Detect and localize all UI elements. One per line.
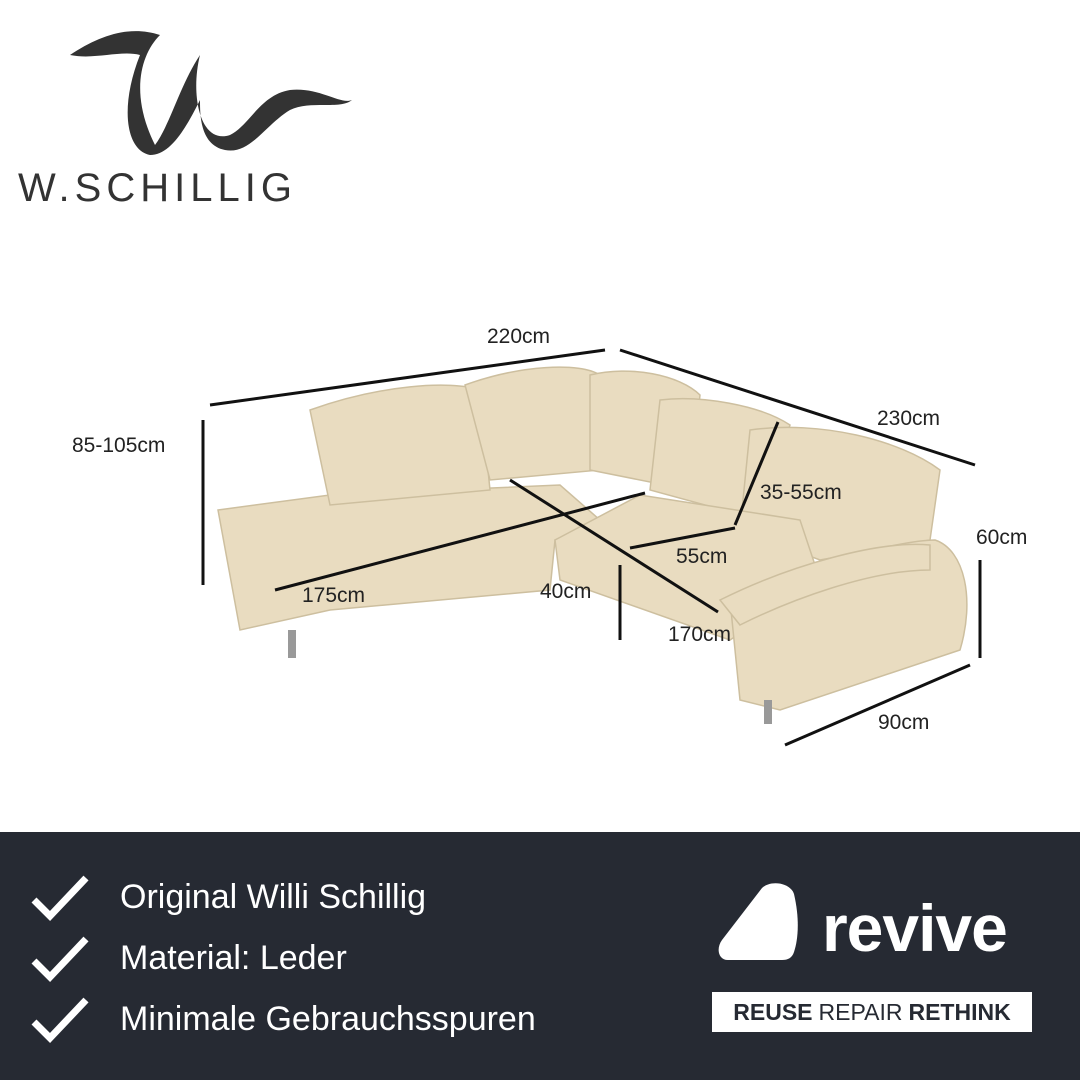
revive-logo-icon — [718, 883, 798, 960]
w-schillig-logo-icon — [70, 31, 352, 156]
dim-chaise-length: 175cm — [302, 584, 366, 607]
feature-label: Minimale Gebrauchsspuren — [120, 999, 536, 1038]
sofa-image — [201, 348, 982, 747]
dim-diagonal: 170cm — [668, 623, 732, 646]
feature-item: Original Willi Schillig — [30, 872, 426, 922]
checkmark-icon — [31, 936, 89, 983]
revive-tagline: REUSE REPAIR RETHINK — [712, 992, 1032, 1032]
revive-logo-text: revive — [822, 891, 1008, 965]
dim-total-width: 220cm — [487, 325, 551, 348]
dim-right-width: 230cm — [877, 407, 941, 430]
dim-arm-depth: 90cm — [878, 711, 930, 734]
brand-logo-text: W.SCHILLIG — [18, 166, 297, 210]
tagline-rethink: RETHINK — [908, 998, 1011, 1025]
feature-label: Original Willi Schillig — [120, 877, 427, 916]
feature-item: Material: Leder — [30, 933, 347, 983]
feature-label: Material: Leder — [120, 938, 347, 977]
checkmark-icon — [31, 875, 89, 922]
dim-arm-height: 60cm — [976, 526, 1028, 549]
tagline-reuse: REUSE — [733, 998, 813, 1025]
checkmark-icon — [31, 997, 89, 1044]
dim-headrest: 35-55cm — [760, 481, 842, 504]
dim-seat-depth: 55cm — [676, 545, 728, 568]
dim-seat-height: 40cm — [540, 580, 592, 603]
dim-height: 85-105cm — [72, 434, 166, 457]
tagline-repair: REPAIR — [818, 998, 903, 1025]
info-banner — [0, 832, 1080, 1080]
feature-item: Minimale Gebrauchsspuren — [30, 994, 536, 1044]
